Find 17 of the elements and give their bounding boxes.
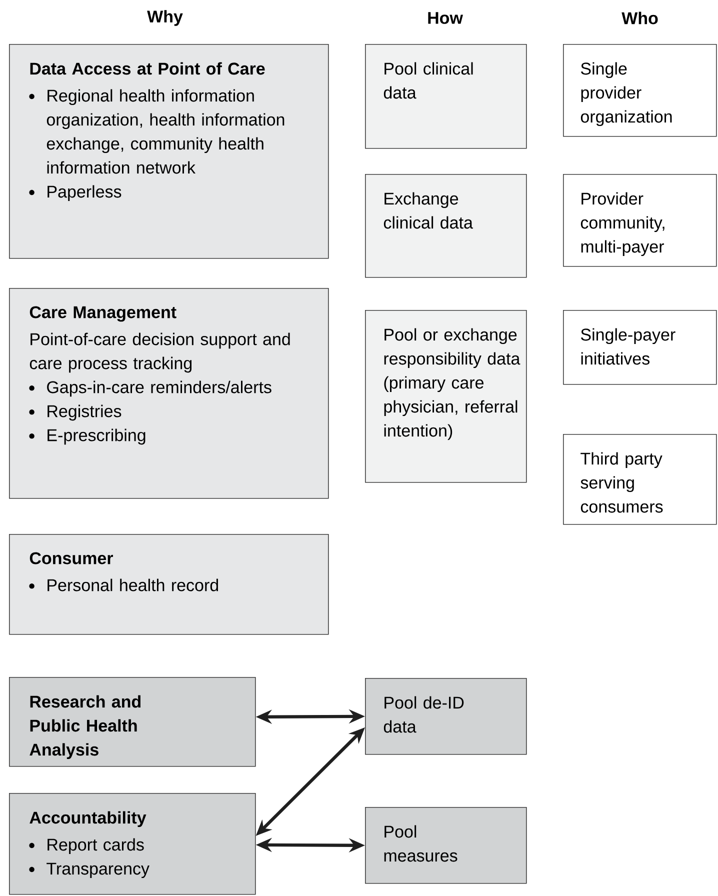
column-header: How [428,12,463,24]
info-box: Pool de-ID data [365,678,527,755]
info-box: Data Access at Point of Care Regional health information organization, health information exchange, community health information network Paperless [9,44,329,259]
info-box: Third party serving consumers [563,434,717,525]
column-header: Why [147,10,183,26]
info-box: Consumer Personal health record [9,534,329,635]
info-box: Single provider organization [563,44,717,137]
info-box: Accountability Report cards Transparency [9,793,256,895]
info-box: Pool or exchange responsibility data (primary care physician, referral intention) [365,310,527,483]
info-box: Pool clinical data [365,44,527,149]
info-box: Exchange clinical data [365,174,527,278]
column-header: Who [622,12,658,24]
info-box: Pool measures [365,807,527,884]
info-box: Provider community, multi-payer [563,174,717,267]
info-box: Research and Public Health Analysis [9,677,256,767]
info-box: Single-payer initiatives [563,310,717,385]
info-box: Care Management Point-of-care decision support and care process tracking Gaps-in-care reminders/alerts Registries E-prescribing [9,288,329,499]
